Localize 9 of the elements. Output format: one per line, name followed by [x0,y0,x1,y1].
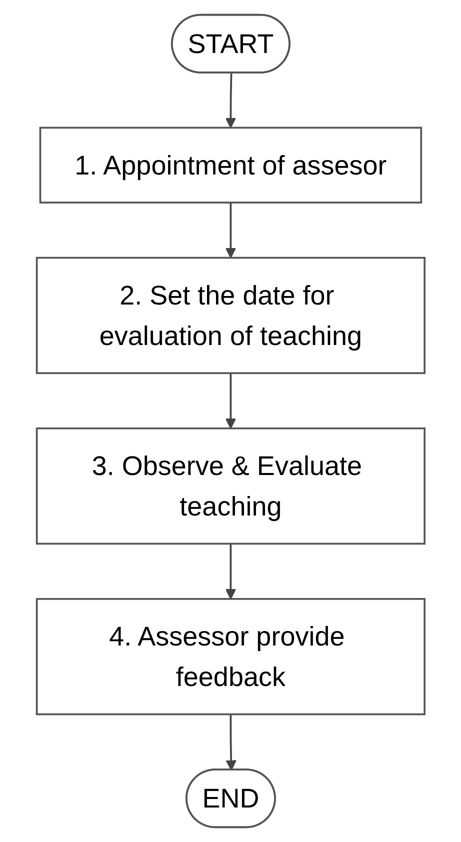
arrow [225,544,236,600]
arrow [225,202,236,258]
arrow [226,714,236,771]
arrow [225,373,236,429]
node-box: 4. Assessor provide feedback [36,598,426,716]
node-box: 1. Appointment of assesor [39,126,422,204]
node-box: 3. Observe & Evaluate teaching [36,427,426,545]
arrow [225,73,236,128]
node-box: 2. Set the date for evaluation of teaching [36,256,426,374]
